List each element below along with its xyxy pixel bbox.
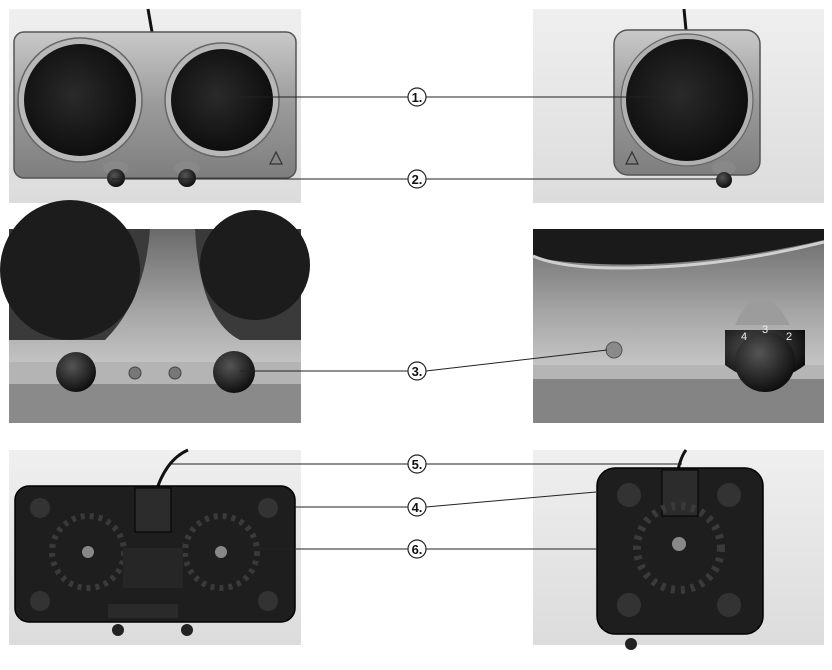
callout-6: 6. (407, 539, 427, 559)
single-hotplate-underside-photo (533, 449, 824, 650)
callout-1: 1. (407, 87, 427, 107)
callout-3: 3. (407, 361, 427, 381)
callout-6-label: 6. (412, 542, 423, 557)
callout-5: 5. (407, 454, 427, 474)
knob-number-2: 2 (786, 331, 792, 343)
callout-3-label: 3. (412, 364, 423, 379)
callout-5-label: 5. (412, 457, 423, 472)
leader-3-right (425, 349, 608, 372)
double-hotplate-underside-photo (9, 448, 301, 645)
single-hotplate-top-photo (533, 8, 824, 203)
single-hotplate-knob-closeup-photo: 4 3 2 (532, 229, 825, 423)
leader-4-right (425, 491, 597, 508)
callout-2: 2. (407, 169, 427, 189)
callout-1-label: 1. (412, 90, 423, 105)
leader-lines (112, 96, 716, 550)
double-hotplate-top-photo (9, 8, 301, 203)
callout-2-label: 2. (412, 172, 423, 187)
double-hotplate-front-closeup-photo (0, 200, 310, 423)
knob-number-3: 3 (762, 324, 768, 336)
knob-number-4: 4 (741, 331, 747, 343)
callout-4: 4. (407, 497, 427, 517)
callout-4-label: 4. (412, 500, 423, 515)
